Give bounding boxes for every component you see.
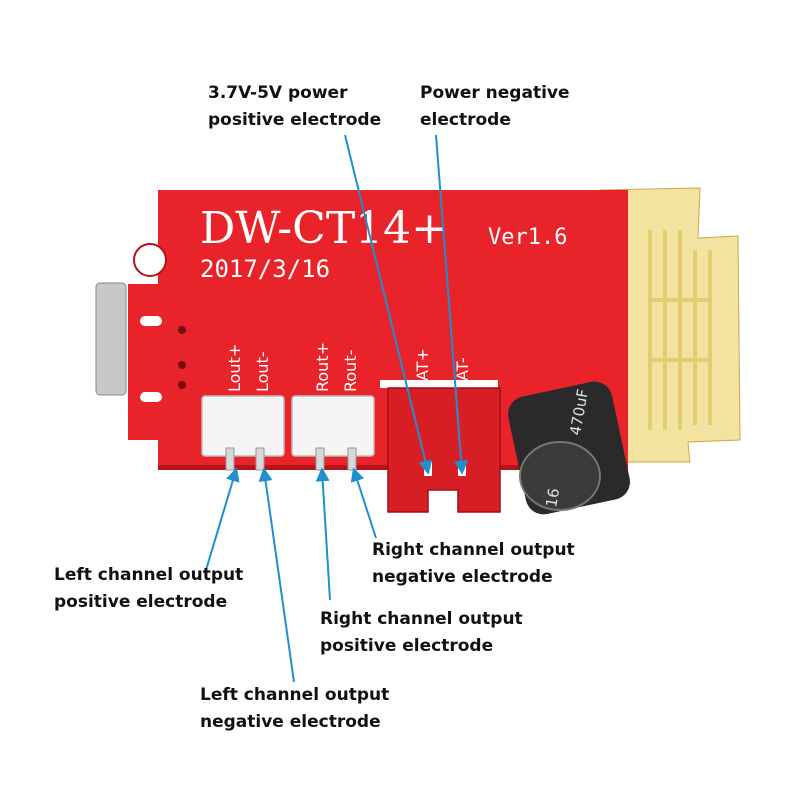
- right-channel-connector: [291, 395, 375, 471]
- pointer-left-negative: [258, 467, 295, 683]
- callout-left-negative-line1: Left channel output: [200, 685, 390, 705]
- capacitor-marking-voltage: 16: [542, 487, 563, 509]
- pin-label-lout-neg: Lout-: [253, 351, 272, 392]
- bluetooth-antenna: [599, 187, 741, 463]
- callout-right-positive-line1: Right channel output: [320, 609, 523, 629]
- callout-power-negative: Power negative electrode: [420, 80, 570, 134]
- callout-left-positive-line2: positive electrode: [54, 592, 228, 612]
- bat-outline: [380, 380, 498, 388]
- callout-power-positive-line2: positive electrode: [208, 110, 382, 130]
- pad-slot-lower: [140, 392, 162, 402]
- board-model-text: DW-CT14+: [200, 203, 448, 254]
- pin-label-rout-pos: Rout+: [313, 342, 332, 392]
- pad-slot-upper: [140, 316, 162, 326]
- callout-left-positive: Left channel output positive electrode: [54, 562, 243, 616]
- pointer-lines: [205, 134, 469, 683]
- callout-right-negative-line2: negative electrode: [372, 567, 553, 587]
- pointer-left-positive: [205, 467, 240, 571]
- via: [178, 361, 186, 369]
- board-date-text: 2017/3/16: [200, 255, 330, 283]
- callout-left-negative-line2: negative electrode: [200, 712, 381, 732]
- via: [178, 381, 186, 389]
- board-version-text: Ver1.6: [488, 225, 567, 250]
- callout-power-negative-line2: electrode: [420, 110, 511, 130]
- callout-left-negative: Left channel output negative electrode: [200, 682, 389, 736]
- pin-label-bat-pos: BAT+: [413, 348, 432, 392]
- pin-label-bat-neg: BAT-: [453, 357, 472, 392]
- callout-power-negative-line1: Power negative: [420, 83, 570, 103]
- callout-left-positive-line1: Left channel output: [54, 565, 244, 585]
- callout-right-negative: Right channel output negative electrode: [372, 537, 575, 591]
- callout-right-positive-line2: positive electrode: [320, 636, 494, 656]
- pointer-power-negative: [435, 134, 469, 475]
- usb-port: [95, 282, 127, 396]
- capacitor: 470uF 16: [508, 381, 630, 515]
- left-channel-connector: [201, 395, 285, 471]
- callout-right-positive: Right channel output positive electrode: [320, 606, 523, 660]
- battery-connector: [387, 387, 501, 513]
- mounting-hole: [133, 243, 167, 277]
- pointer-right-positive: [315, 467, 331, 601]
- pin-label-rout-neg: Rout-: [341, 350, 360, 392]
- via: [178, 326, 186, 334]
- callout-power-positive-line1: 3.7V-5V power: [208, 83, 348, 103]
- pointer-right-negative: [350, 467, 377, 539]
- callout-power-positive: 3.7V-5V power positive electrode: [208, 80, 381, 134]
- pin-label-lout-pos: Lout+: [225, 344, 244, 392]
- pointer-power-positive: [344, 134, 433, 475]
- callout-right-negative-line1: Right channel output: [372, 540, 575, 560]
